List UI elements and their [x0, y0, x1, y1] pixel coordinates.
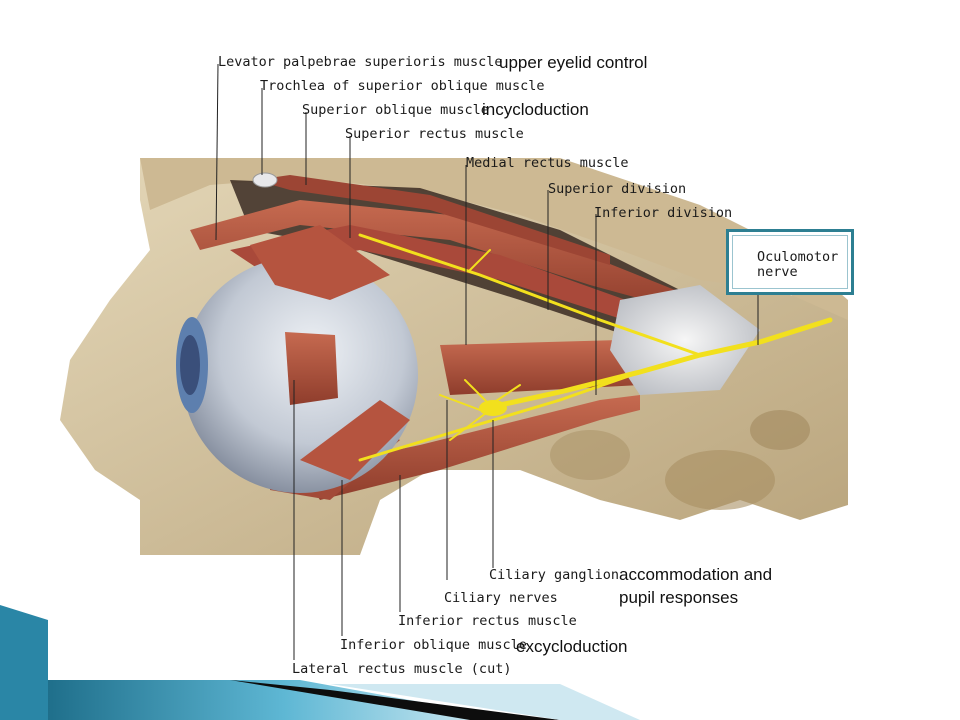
leader-lines: [215, 63, 759, 660]
ciliary-nerves-label: Ciliary nerves: [444, 590, 558, 606]
callout-inner-border: [732, 235, 848, 289]
iris: [180, 335, 200, 395]
trochlea: [252, 172, 278, 188]
medial-rectus-muscle: [440, 340, 640, 395]
upper-eyelid-annotation: upper eyelid control: [499, 53, 648, 72]
accommodation-annotation-line2: pupil responses: [619, 588, 739, 607]
sinus-cavity: [750, 410, 810, 450]
oculomotor-nerve-callout: Oculomotor nerve: [726, 229, 854, 295]
excycloduction-annotation: excycloduction: [516, 637, 628, 656]
superior-oblique-muscle: [255, 175, 610, 265]
inferior-oblique-label: Inferior oblique muscle: [340, 637, 527, 653]
inferior-rectus-muscle: [300, 395, 640, 500]
superior-rectus-label: Superior rectus muscle: [345, 126, 524, 142]
oculomotor-nerve-label: Oculomotor nerve: [757, 250, 838, 280]
accommodation-annotation-line1: accommodation and: [619, 565, 773, 584]
oculomotor-nerve-branches: [358, 233, 833, 462]
sinus-cavity: [550, 430, 630, 480]
ciliary-ganglion: [479, 400, 507, 416]
slide-decoration: [0, 605, 640, 720]
levator-label: Levator palpebrae superioris muscle: [218, 54, 503, 70]
inferior-rectus-label: Inferior rectus muscle: [398, 613, 577, 629]
superior-division-label: Superior division: [548, 181, 687, 197]
superior-rectus-insertion: [250, 225, 390, 300]
oculomotor-label-line1: Oculomotor: [757, 249, 839, 265]
inferior-oblique-insertion: [300, 400, 410, 480]
levator-muscle: [190, 200, 700, 315]
orbital-roof: [140, 158, 848, 320]
lateral-rectus-cut: [285, 332, 338, 405]
inferior-division-label: Inferior division: [594, 205, 733, 221]
lateral-rectus-label: Lateral rectus muscle (cut): [292, 661, 512, 677]
trochlea-label: Trochlea of superior oblique muscle: [260, 78, 545, 94]
superior-oblique-label: Superior oblique muscle: [302, 102, 489, 118]
oculomotor-label-line2: nerve: [757, 264, 798, 280]
sinus-cavity: [665, 450, 775, 510]
incycloduction-annotation: incycloduction: [482, 100, 589, 119]
ciliary-ganglion-label: Ciliary ganglion: [489, 567, 620, 583]
medial-rectus-label: Medial rectus muscle: [466, 155, 629, 171]
